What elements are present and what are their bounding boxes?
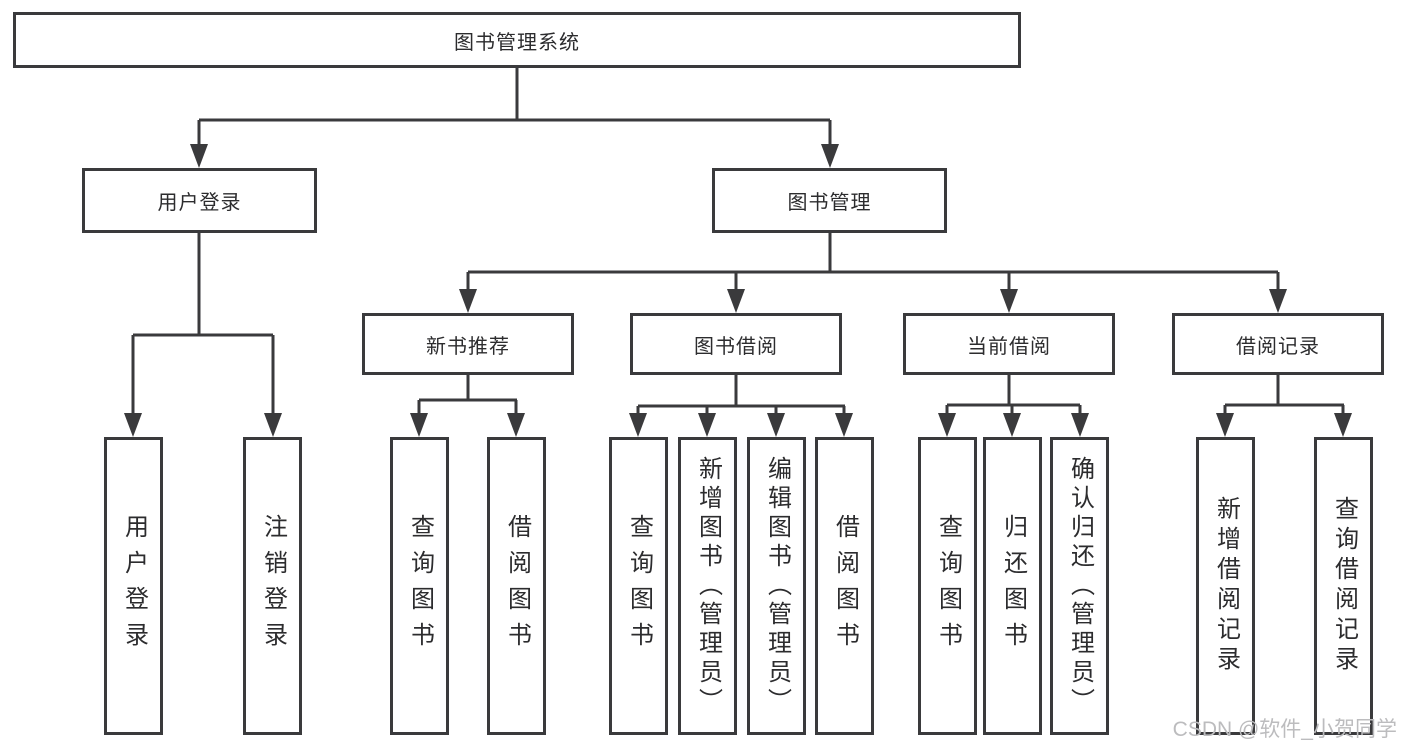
node-label: 借阅图书 — [831, 514, 859, 658]
node-label: 新书推荐 — [426, 335, 510, 358]
node-root: 图书管理系统 — [13, 12, 1021, 68]
node-confirm-return-admin: 确认归还（管理员） — [1050, 437, 1109, 735]
node-label: 用户登录 — [120, 514, 148, 658]
node-book-management-branch: 图书管理 — [712, 168, 947, 233]
node-label: 查询图书 — [625, 514, 653, 658]
watermark: CSDN @软件_小贺同学 — [1172, 718, 1397, 741]
node-label: 当前借阅 — [967, 335, 1051, 358]
node-query-borrow-record: 查询借阅记录 — [1314, 437, 1373, 735]
node-query-books-recommend: 查询图书 — [390, 437, 449, 735]
node-borrow-books-recommend: 借阅图书 — [487, 437, 546, 735]
node-current-borrow: 当前借阅 — [903, 313, 1115, 375]
node-label: 查询图书 — [934, 514, 962, 658]
node-label: 查询图书 — [406, 514, 434, 658]
node-add-borrow-record: 新增借阅记录 — [1196, 437, 1255, 735]
node-user-login-branch: 用户登录 — [82, 168, 317, 233]
node-label: 新增图书（管理员） — [694, 455, 722, 717]
node-label: 归还图书 — [999, 514, 1027, 658]
node-label: 新增借阅记录 — [1212, 496, 1240, 676]
node-label: 用户登录 — [157, 192, 242, 214]
node-new-book-recommend: 新书推荐 — [362, 313, 574, 375]
node-label: 借阅记录 — [1236, 335, 1320, 358]
node-logout: 注销登录 — [243, 437, 302, 735]
node-label: 图书管理 — [787, 192, 872, 214]
node-root-label: 图书管理系统 — [454, 31, 580, 54]
node-return-books: 归还图书 — [983, 437, 1042, 735]
node-label: 确认归还（管理员） — [1066, 455, 1094, 717]
node-label: 查询借阅记录 — [1330, 496, 1358, 676]
node-query-books-borrow: 查询图书 — [609, 437, 668, 735]
node-label: 借阅图书 — [503, 514, 531, 658]
node-edit-books-admin: 编辑图书（管理员） — [747, 437, 806, 735]
node-label: 编辑图书（管理员） — [763, 455, 791, 717]
node-add-books-admin: 新增图书（管理员） — [678, 437, 737, 735]
node-book-borrow: 图书借阅 — [630, 313, 842, 375]
node-label: 图书借阅 — [694, 335, 778, 358]
node-borrow-records: 借阅记录 — [1172, 313, 1384, 375]
node-borrow-books: 借阅图书 — [815, 437, 874, 735]
node-user-login: 用户登录 — [104, 437, 163, 735]
node-query-books-current: 查询图书 — [918, 437, 977, 735]
node-label: 注销登录 — [259, 514, 287, 658]
